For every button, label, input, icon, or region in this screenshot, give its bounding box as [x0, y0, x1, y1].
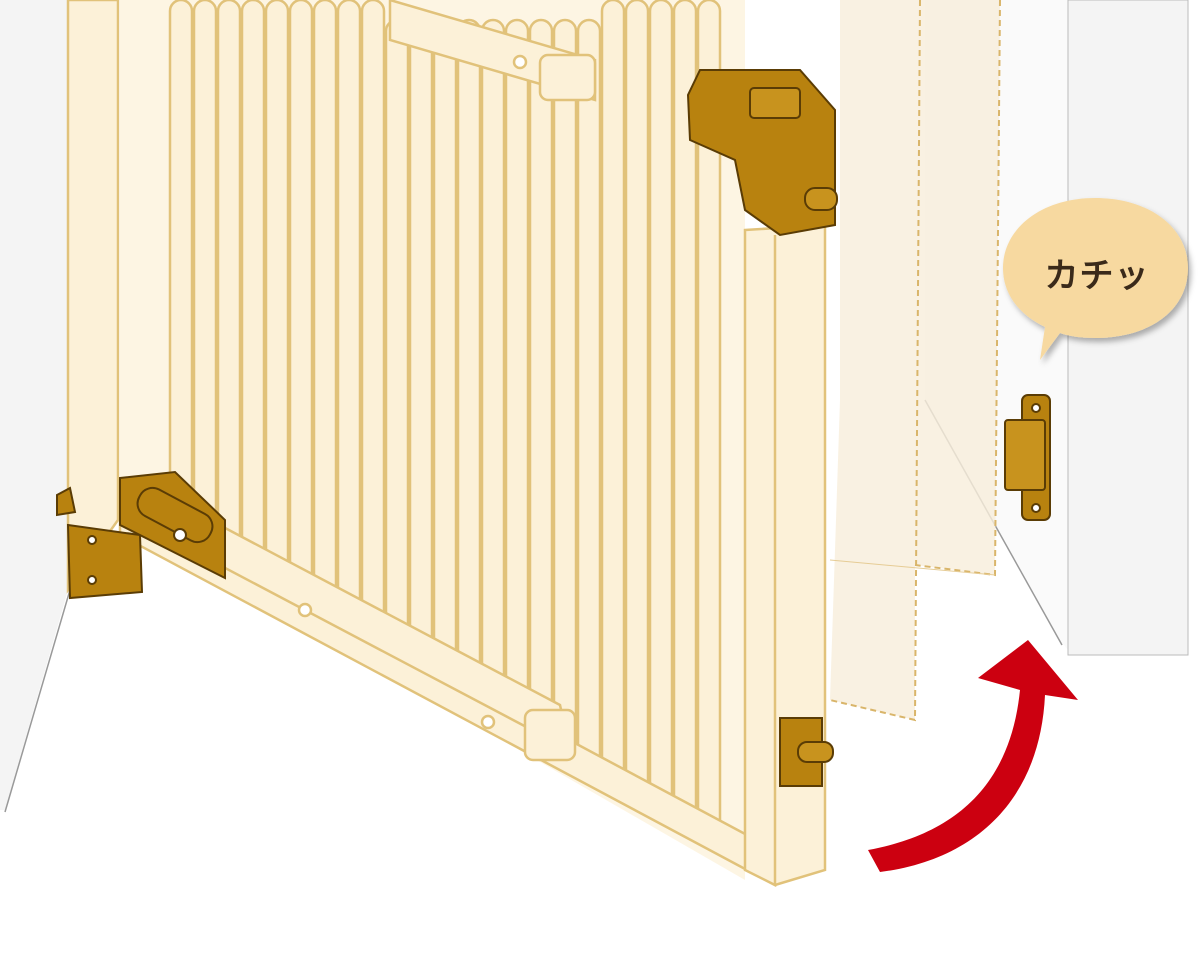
gate-bar	[168, 0, 194, 549]
gate-bar	[504, 18, 530, 734]
swing-direction-arrow	[868, 640, 1078, 872]
gate-bar	[624, 0, 650, 800]
gate-bar	[408, 18, 434, 681]
left-hinge	[56, 486, 144, 600]
gate-bar	[552, 18, 578, 760]
top-latch	[686, 69, 838, 237]
gate-bar	[648, 0, 674, 813]
gate-bar	[600, 0, 626, 787]
gate-bar	[240, 0, 266, 589]
wall-bracket	[1004, 394, 1051, 521]
gate-bars	[168, 0, 722, 840]
slider-plate	[119, 470, 226, 580]
gate-closed-position-outline	[829, 0, 1001, 722]
gate-bar	[480, 18, 506, 721]
gate-bar	[360, 0, 386, 655]
gate-top-rail-cap	[538, 53, 597, 102]
gate-left-post	[66, 0, 120, 594]
gate-bar	[336, 0, 362, 642]
gate-bar	[192, 0, 218, 562]
gate-bar	[216, 0, 242, 576]
sound-effect-label: カチッ	[1044, 256, 1150, 296]
gate-bar	[384, 18, 410, 668]
gate-bar	[432, 18, 458, 694]
baby-gate	[66, 0, 827, 888]
gate-bar	[576, 18, 602, 774]
gate-bar	[312, 0, 338, 628]
gate-bar	[528, 18, 554, 747]
gate-bar	[288, 0, 314, 615]
left-wall	[0, 0, 71, 813]
gate-bar	[456, 18, 482, 708]
speech-bubble	[1003, 198, 1188, 360]
gate-bar	[264, 0, 290, 602]
gate-bottom-rail-cap	[523, 708, 577, 762]
bottom-pin-block	[779, 717, 834, 787]
